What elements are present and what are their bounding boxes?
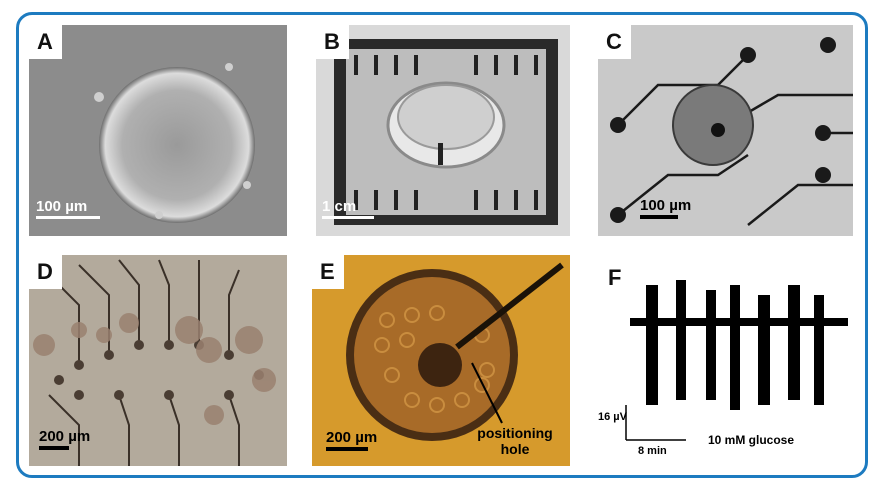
scale-line-a — [36, 216, 100, 219]
scale-label-b: 1 cm — [322, 198, 357, 215]
panel-b-mea-device: B 1 cm — [316, 25, 570, 236]
scale-line-c — [640, 215, 678, 219]
panel-label-e: E — [312, 255, 344, 289]
voltage-scale-label: 16 µV — [598, 411, 627, 423]
panel-label-d: D — [29, 255, 62, 289]
electrode-islet-image — [598, 25, 853, 236]
annotation-line-1: positioning — [477, 425, 553, 441]
positioning-hole-annotation: positioning hole — [460, 425, 570, 457]
positioning-hole-image — [312, 255, 570, 466]
panel-a-islet-micrograph: A 100 µm — [29, 25, 287, 236]
panel-label-a: A — [29, 25, 62, 59]
scale-bar-d: 200 µm — [39, 429, 90, 450]
scale-bar-e: 200 µm — [326, 430, 377, 451]
scale-bar-c: 100 µm — [640, 198, 691, 219]
panel-label-b: B — [316, 25, 349, 59]
panel-c-islet-on-electrode: C 100 µm — [598, 25, 853, 236]
panel-label-f: F — [608, 265, 622, 290]
scale-line-d — [39, 446, 69, 450]
glucose-condition-label: 10 mM glucose — [708, 433, 795, 447]
islet-image — [29, 25, 287, 236]
scale-label-d: 200 µm — [39, 428, 91, 445]
panel-label-c: C — [598, 25, 631, 59]
scale-bar-a: 100 µm — [36, 199, 100, 219]
mea-device-image — [316, 25, 570, 236]
panel-e-positioning-hole: E 200 µm positioning hole — [312, 255, 570, 466]
scale-label-e: 200 µm — [326, 429, 378, 446]
electrode-array-image — [29, 255, 287, 466]
recording-trace — [625, 280, 848, 441]
scale-line-e — [326, 447, 368, 451]
scale-bar-b: 1 cm — [322, 199, 374, 219]
time-scale-label: 8 min — [638, 445, 667, 457]
scale-line-b — [322, 216, 374, 219]
panel-f-electrical-recording: F 16 µV 8 min 10 mM glucose — [598, 255, 853, 466]
annotation-line-2: hole — [500, 441, 530, 458]
panel-d-electrode-array: D 200 µm — [29, 255, 287, 466]
scale-label-a: 100 µm — [36, 198, 88, 215]
scale-label-c: 100 µm — [640, 197, 692, 214]
